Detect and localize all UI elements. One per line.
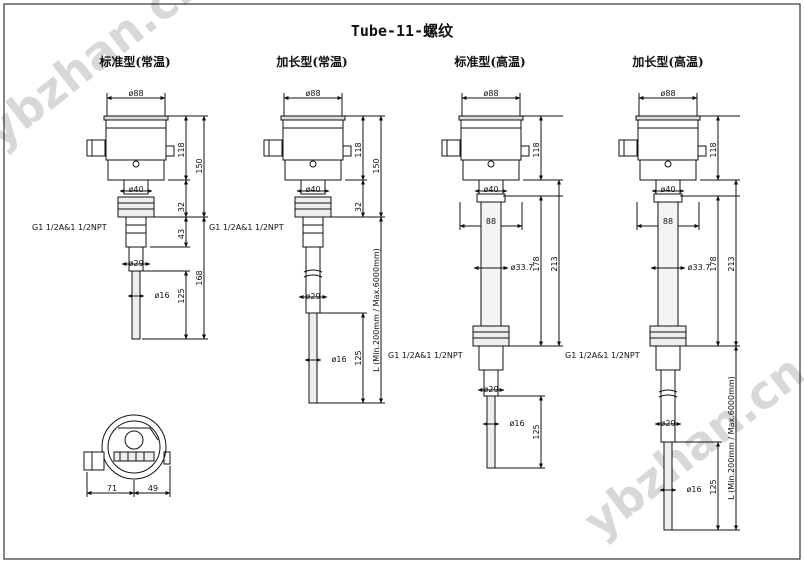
v1-dim-168: 168 [195,270,204,285]
v1-dim-32: 32 [177,202,186,212]
v1-dim-118: 118 [177,142,186,157]
top-view-width-right: 49 [148,484,158,493]
v1-dim-43: 43 [177,229,186,239]
v2-thread-label: G1 1/2A&1 1/2NPT [209,223,284,232]
variant-label-4: 加长型(高温) [631,54,703,69]
v3-collar-width: 88 [486,217,496,226]
top-view-width-left: 71 [107,484,117,493]
v1-dim-150: 150 [195,158,204,173]
variant-3-drawing [441,93,563,469]
v2-length-note: L (Min.200mm / Max.6000mm) [372,248,381,372]
v3-ext-diameter: ø33.7 [511,263,534,272]
v4-dim-213: 213 [727,256,736,271]
v3-housing-diameter: ø88 [483,89,498,98]
v4-dim-178: 178 [709,256,718,271]
watermark-top-left: ybzhan.cn [0,0,215,159]
v3-dim-118: 118 [532,142,541,157]
v4-housing-diameter: ø88 [660,89,675,98]
v3-tip-length: 125 [532,424,541,439]
v4-mid-diameter: ø29 [660,419,675,428]
v3-dim-178: 178 [532,256,541,271]
v3-thread-label: G1 1/2A&1 1/2NPT [388,351,463,360]
v2-probe-diameter: ø16 [331,355,346,364]
v3-probe-diameter: ø16 [509,419,524,428]
v4-dim-118: 118 [709,142,718,157]
v3-dim-213: 213 [550,256,559,271]
v2-neck-diameter: ø40 [305,185,320,194]
v4-probe-diameter: ø16 [686,485,701,494]
page-title: Tube-11-螺纹 [351,22,454,40]
v4-neck-diameter: ø40 [660,185,675,194]
v2-tip-length: 125 [354,350,363,365]
v2-mid-diameter: ø29 [305,292,320,301]
v1-probe-diameter: ø16 [154,291,169,300]
v3-neck-diameter: ø40 [483,185,498,194]
variant-label-1: 标准型(常温) [98,54,170,69]
v1-mid-diameter: ø29 [128,259,143,268]
v1-housing-diameter: ø88 [128,89,143,98]
sheet-border [3,3,801,560]
v2-dim-118: 118 [354,142,363,157]
variant-label-2: 加长型(常温) [275,54,347,69]
variant-4-drawing [618,93,740,531]
v4-thread-label: G1 1/2A&1 1/2NPT [565,351,640,360]
v3-mid-diameter: ø29 [483,385,498,394]
v2-dim-32: 32 [354,202,363,212]
v4-ext-diameter: ø33.7 [688,263,711,272]
top-view-drawing [83,414,171,497]
v1-neck-diameter: ø40 [128,185,143,194]
v1-dim-125: 125 [177,288,186,303]
v4-collar-width: 88 [663,217,673,226]
variant-label-3: 标准型(高温) [453,54,525,69]
v1-thread-label: G1 1/2A&1 1/2NPT [32,223,107,232]
v4-length-note: L (Min.200mm / Max.6000mm) [727,376,736,500]
variant-1-drawing [86,93,208,340]
v2-dim-150: 150 [372,158,381,173]
watermark-bottom-right: ybzhan.cn [574,344,804,549]
v4-tip-length: 125 [709,479,718,494]
v2-housing-diameter: ø88 [305,89,320,98]
variant-2-drawing [263,93,385,404]
